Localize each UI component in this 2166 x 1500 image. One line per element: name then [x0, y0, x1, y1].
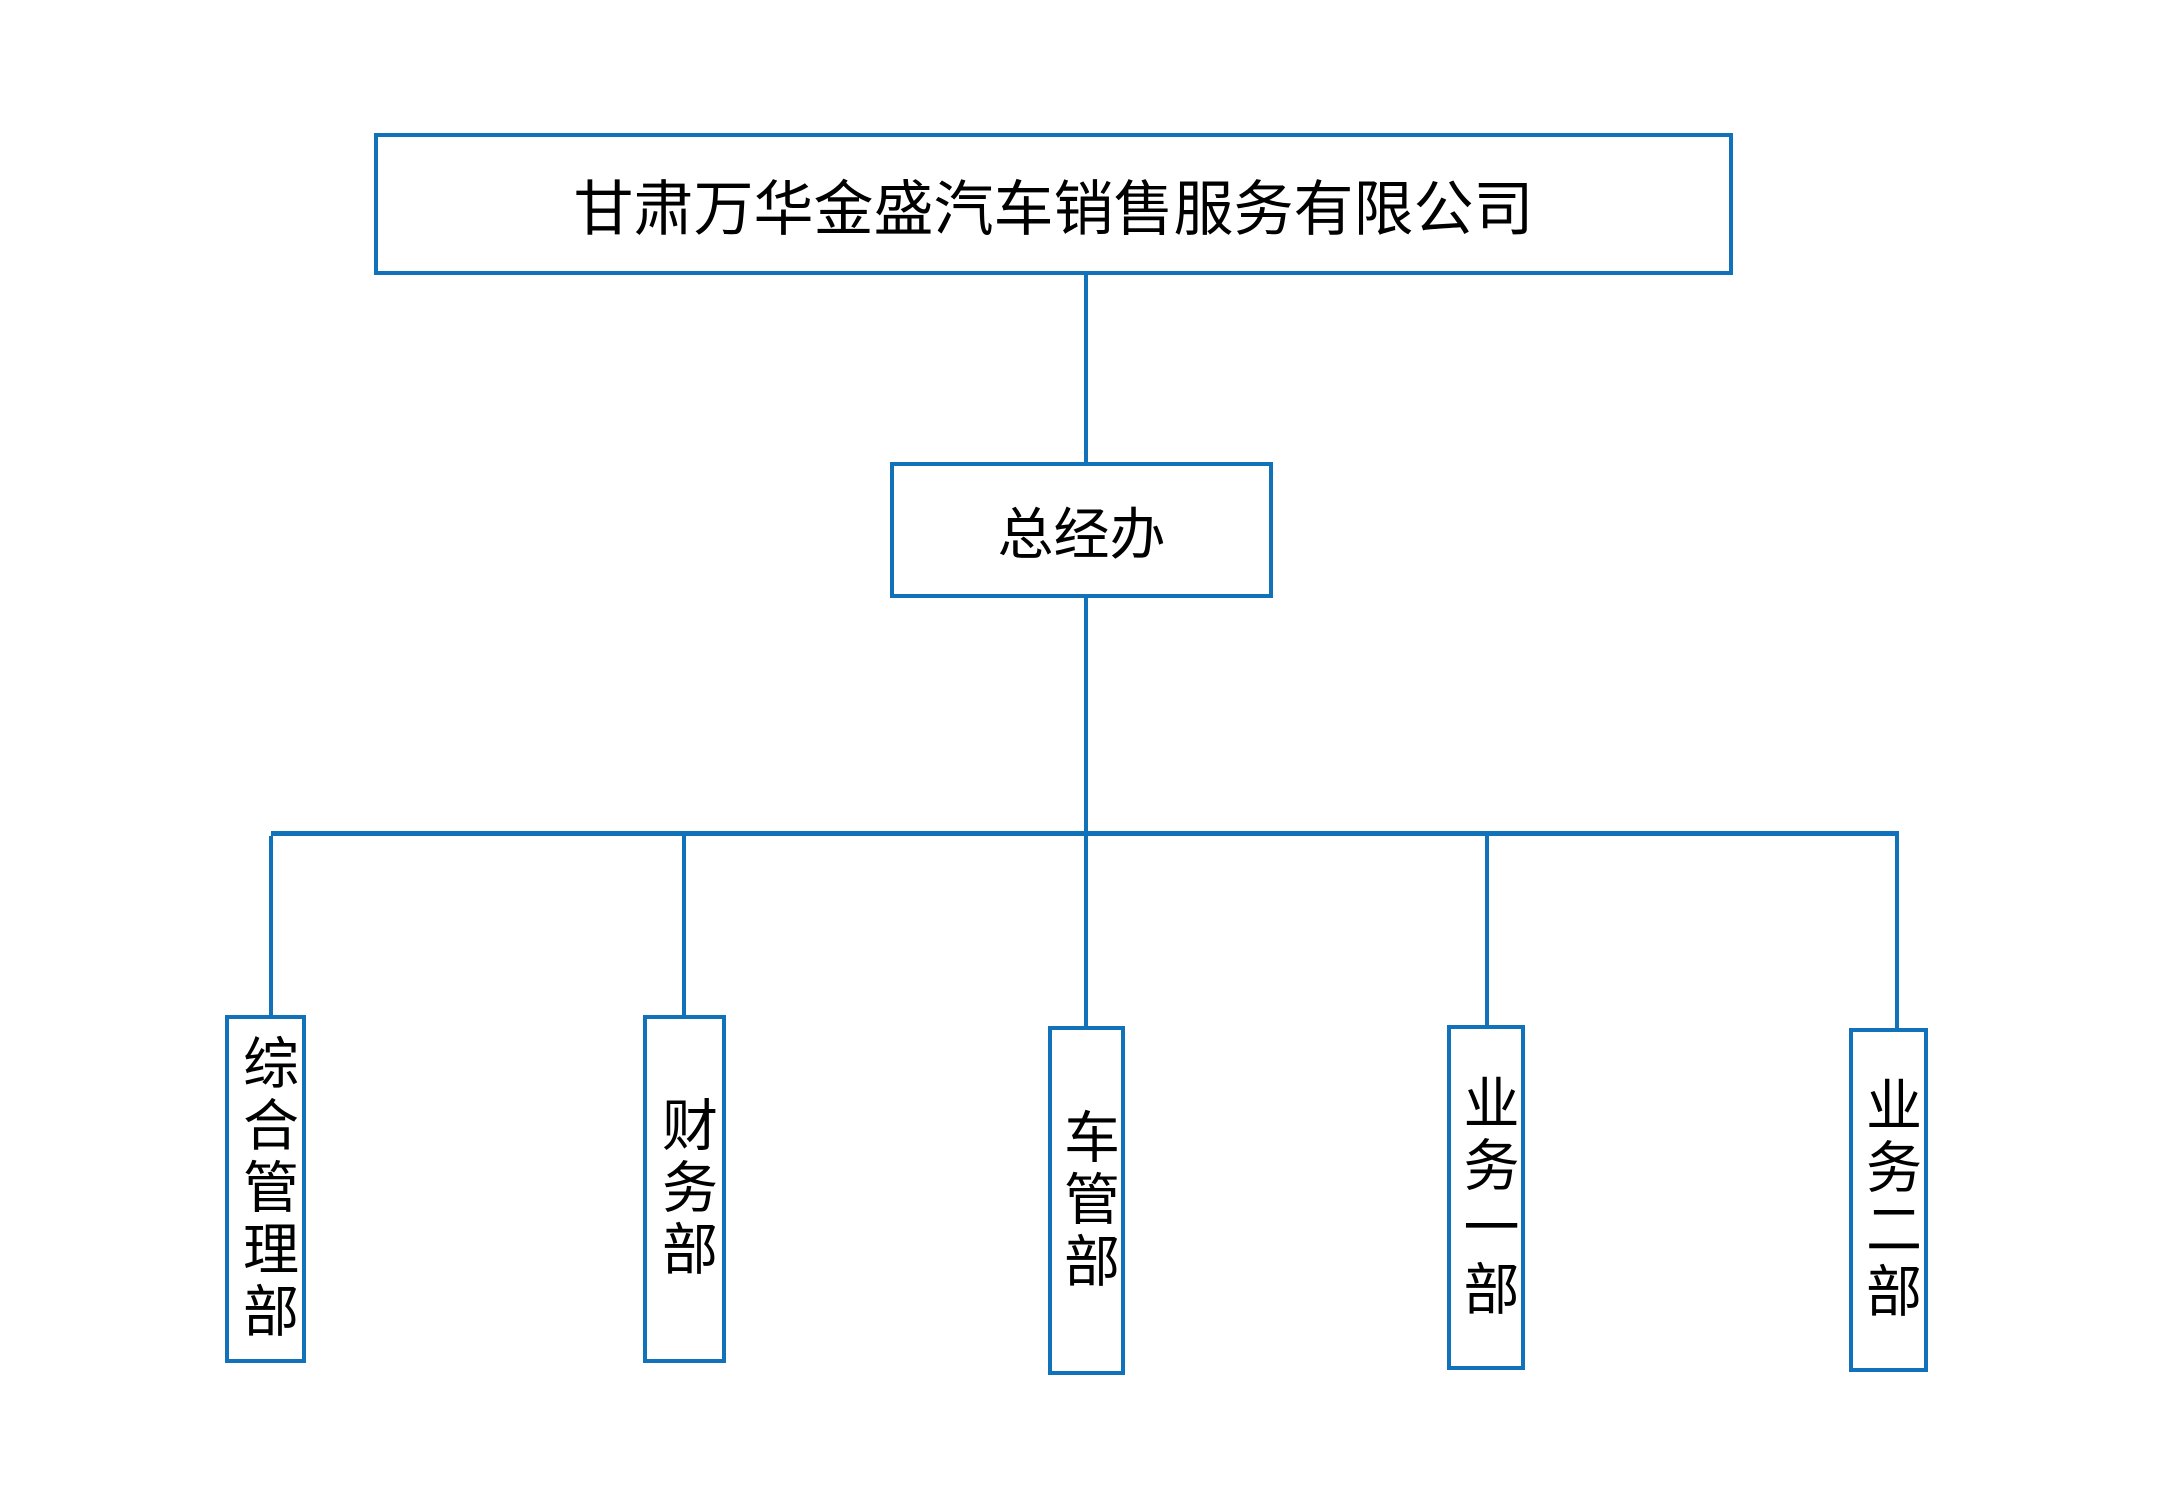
org-node-business-dept-two-label: 业务二部	[1856, 1076, 1922, 1324]
org-node-vehicle-management-dept: 车管部	[1048, 1026, 1125, 1375]
connector-drop-business-one	[1485, 836, 1489, 1025]
org-node-general-office-label: 总经办	[997, 502, 1166, 568]
org-node-business-dept-one-label: 业务一部	[1454, 1073, 1519, 1322]
org-node-finance-dept: 财务部	[643, 1015, 726, 1363]
connector-horizontal-bus	[271, 831, 1899, 836]
connector-gm-to-bus	[1084, 598, 1088, 833]
connector-company-to-gm	[1084, 275, 1088, 462]
connector-drop-vehicle-management	[1084, 836, 1088, 1026]
connector-drop-general-management	[269, 836, 273, 1015]
connector-drop-business-two	[1895, 836, 1899, 1028]
org-node-company-label: 甘肃万华金盛汽车销售服务有限公司	[573, 174, 1534, 245]
org-node-finance-dept-label: 财务部	[652, 1096, 718, 1282]
org-node-general-office: 总经办	[890, 462, 1273, 598]
org-node-general-management-dept-label: 综合管理部	[233, 1034, 299, 1344]
org-node-business-dept-two: 业务二部	[1849, 1028, 1928, 1372]
org-node-company: 甘肃万华金盛汽车销售服务有限公司	[374, 133, 1733, 275]
org-node-vehicle-management-dept-label: 车管部	[1054, 1107, 1120, 1294]
org-node-business-dept-one: 业务一部	[1447, 1025, 1525, 1370]
org-node-general-management-dept: 综合管理部	[225, 1015, 306, 1363]
connector-drop-finance	[682, 836, 686, 1015]
